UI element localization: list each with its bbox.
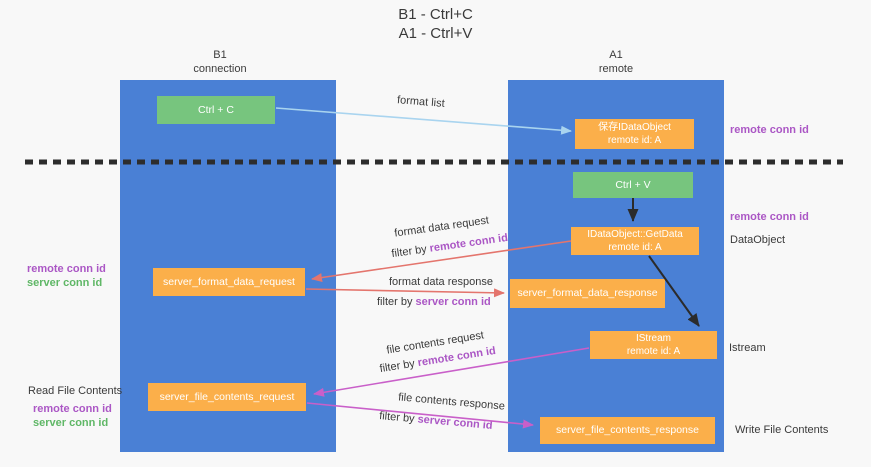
write-file-contents-label: Write File Contents — [735, 424, 829, 436]
filter-by-text: filter by — [378, 357, 416, 376]
server-conn-id-text: server conn id — [417, 413, 494, 432]
lane-b1-role: connection — [193, 63, 247, 75]
node-server-file-contents-response-label: server_file_contents_response — [555, 424, 699, 436]
file-contents-response-filter-label: filter by server conn id — [379, 410, 493, 432]
server-conn-id-text: server conn id — [415, 296, 491, 308]
node-istream-line1: IStream — [635, 333, 671, 344]
node-istream: IStream remote id: A — [590, 331, 717, 359]
left-remote-conn-id-top-label: remote conn id — [27, 263, 106, 275]
node-server-file-contents-response: server_file_contents_response — [540, 417, 715, 444]
node-server-format-data-response: server_format_data_response — [510, 279, 665, 308]
right-remote-conn-id-mid-label: remote conn id — [730, 211, 809, 223]
node-ctrl-v-label: Ctrl + V — [615, 178, 651, 191]
format-data-response-filter-label: filter by server conn id — [377, 296, 491, 308]
node-save-idataobject: 保存IDataObject remote id: A — [575, 119, 694, 149]
node-server-format-data-request: server_format_data_request — [153, 268, 305, 296]
lane-a1-role: remote — [598, 63, 634, 75]
node-server-file-contents-request: server_file_contents_request — [148, 383, 306, 411]
read-file-contents-label: Read File Contents — [28, 385, 123, 397]
node-idataobject-getdata: IDataObject::GetData remote id: A — [571, 227, 699, 255]
node-getdata-line2: remote id: A — [608, 242, 662, 253]
file-contents-response-label: file contents response — [397, 391, 506, 413]
lane-header-b1: B1 connection — [112, 48, 328, 76]
node-ctrl-c-label: Ctrl + C — [198, 103, 234, 116]
istream-side-label: Istream — [729, 342, 766, 354]
right-remote-conn-id-top-label: remote conn id — [730, 124, 809, 136]
node-ctrl-c: Ctrl + C — [157, 96, 275, 124]
format-data-response-label: format data response — [389, 276, 493, 288]
node-save-idataobject-line1: 保存IDataObject — [598, 122, 671, 133]
left-server-conn-id-bottom-label: server conn id — [33, 417, 109, 429]
filter-by-text: filter by — [378, 410, 416, 426]
diagram-title-line2: A1 - Ctrl+V — [398, 25, 473, 42]
node-server-file-contents-request-label: server_file_contents_request — [159, 390, 295, 403]
lane-a1-name: A1 — [609, 49, 623, 61]
node-getdata-line1: IDataObject::GetData — [587, 229, 683, 240]
format-list-label: format list — [396, 94, 446, 110]
node-server-format-data-response-label: server_format_data_response — [517, 287, 658, 299]
left-server-conn-id-top-label: server conn id — [27, 277, 103, 289]
diagram-title-line1: B1 - Ctrl+C — [398, 6, 473, 23]
node-server-format-data-request-label: server_format_data_request — [163, 275, 295, 288]
dataobject-label: DataObject — [730, 234, 786, 246]
filter-by-text: filter by — [377, 296, 413, 308]
node-istream-line2: remote id: A — [626, 346, 681, 357]
left-remote-conn-id-bottom-label: remote conn id — [33, 403, 112, 415]
lane-header-a1: A1 remote — [508, 48, 724, 76]
lane-b1-name: B1 — [213, 49, 227, 61]
node-ctrl-v: Ctrl + V — [573, 172, 693, 198]
filter-by-text: filter by — [390, 243, 428, 261]
node-save-idataobject-line2: remote id: A — [607, 135, 662, 146]
remote-conn-id-text: remote conn id — [428, 231, 509, 255]
